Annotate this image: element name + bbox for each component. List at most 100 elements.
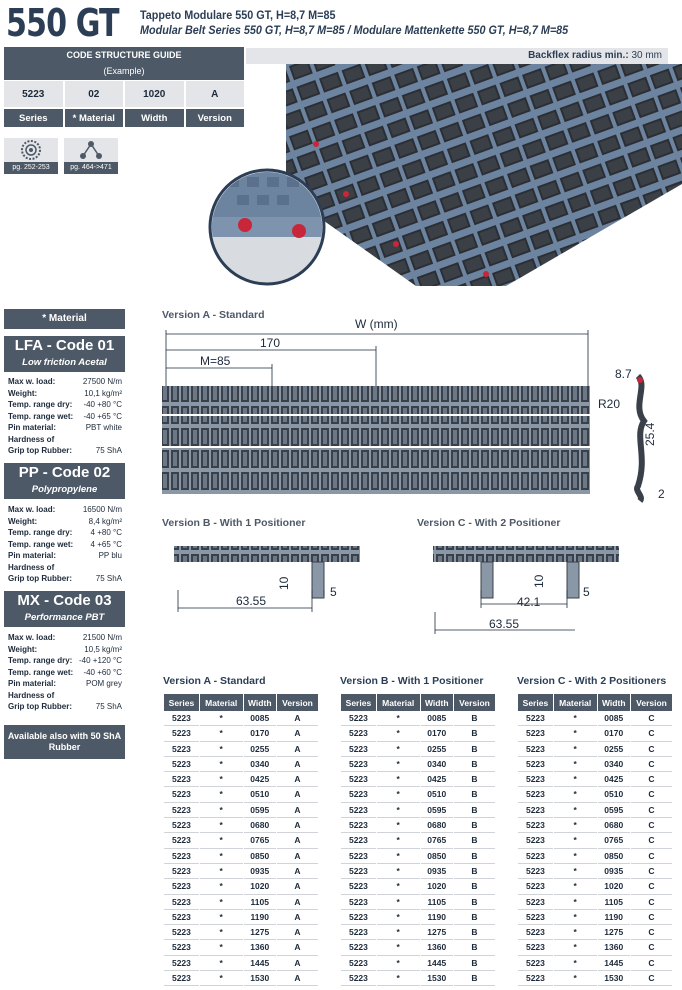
version-b-drawing: 10 5 63.55 (174, 546, 360, 612)
table-cell: C (631, 726, 672, 742)
table-cell: B (454, 879, 495, 895)
code-labels: Series * Material Width Version (4, 109, 244, 127)
table-cell: 5223 (518, 742, 553, 757)
table-cell: A (277, 787, 318, 803)
table-cell: A (277, 711, 318, 727)
table-cell: 5223 (518, 971, 553, 987)
table-cell: * (553, 864, 597, 880)
code-width: 1020 (125, 81, 184, 107)
table-cell: 0765 (243, 833, 276, 849)
table-cell: * (553, 971, 597, 987)
table-cell: * (199, 818, 243, 834)
table-cell: 1360 (243, 940, 276, 956)
table-cell: 1530 (420, 971, 453, 987)
backflex-value: 30 mm (631, 50, 662, 61)
table-cell: 5223 (518, 757, 553, 773)
table-c-title: Version C - With 2 Positioners (517, 675, 667, 687)
table-cell: * (199, 864, 243, 880)
label-version: Version (185, 109, 244, 127)
table-cell: 1190 (243, 910, 276, 926)
version-b-label: Version B - With 1 Positioner (162, 517, 306, 529)
table-cell: B (454, 742, 495, 757)
table-cell: 5223 (341, 818, 376, 834)
table-cell: C (631, 849, 672, 864)
table-cell: 0510 (420, 787, 453, 803)
table-cell: 1105 (420, 895, 453, 910)
table-cell: 0340 (597, 757, 630, 773)
table-cell: A (277, 864, 318, 880)
table-cell: 1445 (243, 956, 276, 972)
table-cell: B (454, 757, 495, 773)
table-cell: A (277, 742, 318, 757)
spec-row: Max w. load:16500 N/m (8, 505, 122, 514)
table-cell: A (277, 803, 318, 819)
table-cell: 1530 (243, 971, 276, 987)
table-cell: B (454, 895, 495, 910)
table-cell: 1530 (597, 971, 630, 987)
table-cell: 0170 (420, 726, 453, 742)
table-cell: * (199, 742, 243, 757)
table-cell: 5223 (164, 818, 199, 834)
table-cell: 5223 (341, 742, 376, 757)
table-cell: C (631, 895, 672, 910)
sprocket-page: pg. 252-253 (4, 162, 58, 174)
material-desc: Low friction Acetal (22, 357, 107, 368)
table-cell: * (553, 742, 597, 757)
network-icon (80, 141, 102, 159)
table-cell: 0255 (420, 742, 453, 757)
dim-m85: M=85 (200, 354, 231, 368)
sprocket-ref[interactable]: pg. 252-253 (4, 138, 58, 174)
table-cell: C (631, 711, 672, 727)
spec-row: Max w. load:27500 N/m (8, 377, 122, 386)
table-cell: 5223 (164, 895, 199, 910)
table-cell: * (553, 849, 597, 864)
table-cell: 0680 (243, 818, 276, 834)
table-cell: 5223 (164, 910, 199, 926)
table-cell: B (454, 910, 495, 926)
table-cell: * (376, 787, 420, 803)
dim-b6355: 63.55 (236, 594, 266, 608)
table-cell: 5223 (164, 803, 199, 819)
table-cell: * (376, 726, 420, 742)
table-cell: 0680 (597, 818, 630, 834)
table-cell: 0425 (243, 772, 276, 788)
spec-row: Grip top Rubber:75 ShA (8, 446, 122, 455)
label-width: Width (125, 109, 184, 127)
table-cell: C (631, 910, 672, 926)
table-cell: 5223 (518, 726, 553, 742)
subtitle-english: Modular Belt Series 550 GT, H=8,7 M=85 /… (140, 23, 569, 37)
table-cell: * (553, 925, 597, 941)
table-cell: 0170 (597, 726, 630, 742)
table-cell: * (376, 849, 420, 864)
table-a-title: Version A - Standard (163, 675, 266, 687)
material-name: PP - Code 02 (18, 464, 111, 481)
sprocket-icon (21, 140, 41, 160)
column-header: Material (199, 694, 243, 711)
table-cell: 1275 (597, 925, 630, 941)
column-header: Version (277, 694, 318, 711)
table-cell: C (631, 757, 672, 773)
table-cell: * (376, 864, 420, 880)
table-cell: B (454, 940, 495, 956)
table-cell: 5223 (164, 757, 199, 773)
table-cell: 1360 (597, 940, 630, 956)
network-page: pg. 464->471 (64, 162, 118, 174)
subtitle-italian: Tappeto Modulare 550 GT, H=8,7 M=85 (140, 8, 336, 22)
dim-87: 8.7 (615, 367, 632, 381)
code-values: 5223 02 1020 A (4, 81, 244, 107)
table-cell: 5223 (164, 956, 199, 972)
table-cell: 5223 (341, 971, 376, 987)
network-ref[interactable]: pg. 464->471 (64, 138, 118, 174)
